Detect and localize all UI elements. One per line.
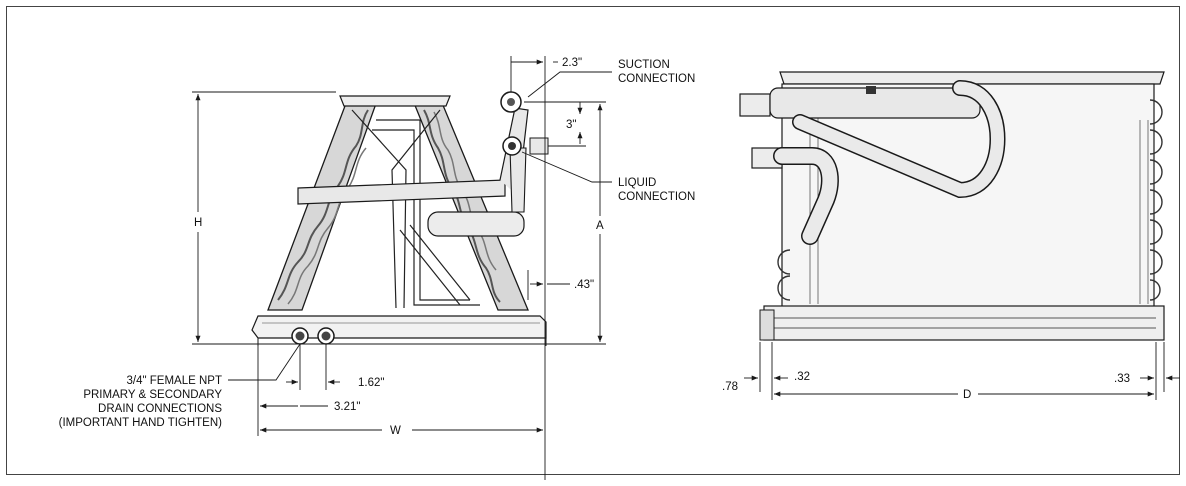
drain-label-line4: (IMPORTANT HAND TIGHTEN) xyxy=(59,417,223,429)
dim-label-drain-offset: 3.21" xyxy=(334,401,360,413)
border-frame xyxy=(6,6,1180,475)
dim-label-side-offset: .43" xyxy=(574,279,594,291)
dim-label-depth: D xyxy=(963,389,971,401)
dim-label-drain-spacing: 1.62" xyxy=(358,377,384,389)
dim-label-suction-offset: 2.3" xyxy=(562,57,582,69)
base-rail xyxy=(763,305,1165,341)
drain-label-line3: DRAIN CONNECTIONS xyxy=(98,403,222,415)
dim-label-right-33: .33 xyxy=(1114,373,1130,385)
drain-connections xyxy=(291,327,335,345)
dim-liquid-drop xyxy=(548,102,586,147)
dim-label-width: W xyxy=(390,425,401,437)
dim-label-left-78: .78 xyxy=(722,381,738,393)
liquid-label-line2: CONNECTION xyxy=(618,191,695,203)
dim-label-left-32: .32 xyxy=(794,371,810,383)
dim-side-offset xyxy=(527,270,570,300)
dim-label-liquid-drop: 3" xyxy=(566,119,576,131)
suction-label-line1: SUCTION xyxy=(618,59,670,71)
callout-leaders xyxy=(228,71,612,381)
dim-label-h: H xyxy=(194,217,202,229)
drain-label-line2: PRIMARY & SECONDARY xyxy=(83,389,222,401)
coil-slab-right xyxy=(411,97,529,311)
side-view: .78 .32 .33 D xyxy=(722,71,1180,401)
dim-label-a: A xyxy=(596,220,604,232)
return-bends xyxy=(777,99,1163,301)
liquid-line xyxy=(427,136,549,237)
drain-label-line1: 3/4" FEMALE NPT xyxy=(127,375,222,387)
liquid-label-line1: LIQUID xyxy=(618,177,656,189)
coil-slab-left xyxy=(267,97,379,311)
dim-a xyxy=(524,101,606,345)
suction-label-line2: CONNECTION xyxy=(618,73,695,85)
dim-suction-offset xyxy=(510,56,558,480)
dim-drain-spacing xyxy=(286,344,340,390)
dim-drain-offset xyxy=(257,346,328,436)
inner-tubing xyxy=(351,109,480,309)
dim-height xyxy=(192,91,336,345)
side-dim-lines xyxy=(744,342,1180,400)
front-view: H A 2.3" 3" .43" xyxy=(59,56,695,480)
